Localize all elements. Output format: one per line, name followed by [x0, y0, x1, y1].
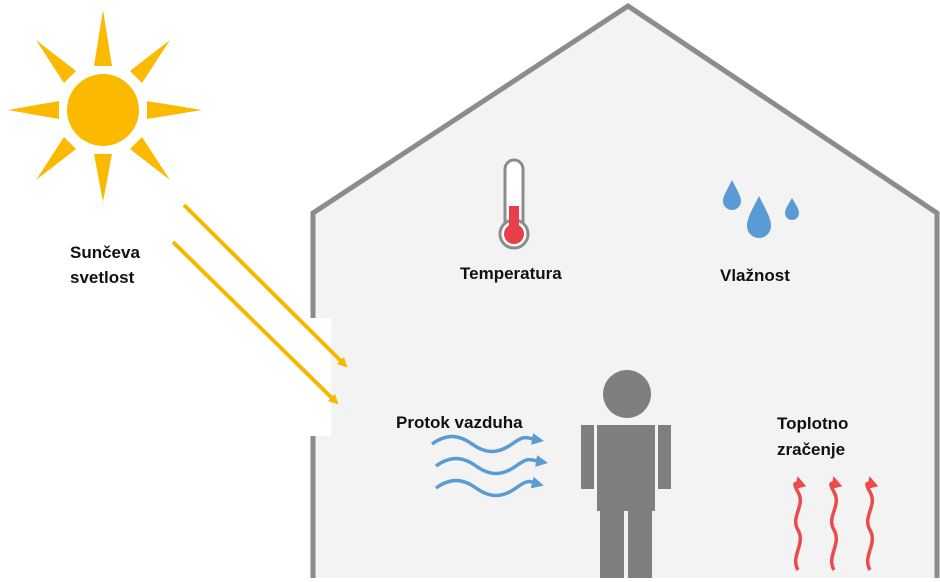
- heat-waves-icon: [793, 476, 879, 571]
- sunlight-label-line1: Sunčeva: [70, 243, 140, 262]
- humidity-label: Vlažnost: [720, 266, 790, 285]
- sunlight-rays: [171, 203, 348, 405]
- temperature-label: Temperatura: [460, 264, 562, 283]
- airflow-label: Protok vazduha: [396, 413, 523, 432]
- water-drops-icon: [723, 180, 799, 238]
- sun-icon: [8, 10, 202, 202]
- radiation-label-line2: zračenje: [777, 440, 846, 459]
- person-icon: [581, 370, 671, 578]
- radiation-label-line1: Toplotno: [777, 414, 849, 433]
- house: [305, 2, 940, 578]
- wind-arrows-icon: [430, 433, 548, 498]
- thermometer-icon: [498, 158, 530, 250]
- sunlight-label-line2: svetlost: [70, 268, 135, 287]
